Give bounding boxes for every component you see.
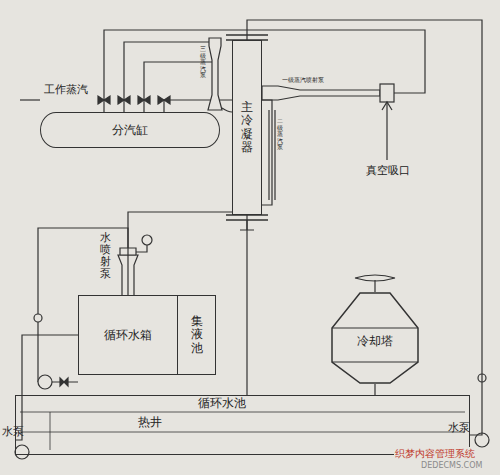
pipe-connector — [247, 20, 482, 435]
steam-pipe — [124, 42, 210, 112]
node-text: 分汽缸 — [112, 123, 148, 137]
inlet-label: 真空吸口 — [366, 163, 410, 178]
pipe-connector — [246, 215, 247, 395]
pump-label: 水泵 — [2, 424, 24, 439]
node-text: 循环水池 — [196, 396, 248, 410]
stage-label: 二级蒸汽泵 — [277, 118, 283, 151]
steam-label: 工作蒸汽 — [44, 82, 88, 97]
header-tank: 分汽缸 — [40, 112, 220, 148]
node-text: 循环水箱 — [104, 328, 152, 342]
stage-label: 一级蒸汽喷射泵 — [282, 76, 324, 85]
node-text: 热井 — [136, 415, 164, 429]
pipe-connector — [15, 335, 78, 440]
node-text: 集液池 — [191, 315, 203, 355]
liquid-sump: 集液池 — [178, 295, 216, 375]
stage-label: 三级蒸汽泵 — [200, 46, 206, 79]
pump-label: 水喷射泵 — [100, 232, 111, 280]
watermark: 织梦内容管理系统 — [394, 447, 476, 461]
condenser-column: 主冷凝器 — [232, 40, 262, 215]
watermark: DEDECMS.COM — [420, 461, 483, 470]
ejector-1 — [262, 86, 380, 100]
cooling-tower: 冷却塔 — [330, 292, 420, 384]
pump-label: 水泵 — [448, 420, 470, 435]
steam-inlet — [20, 99, 40, 100]
ejector-3 — [208, 38, 222, 110]
circulation-pool: 循环水池热井 — [15, 395, 470, 455]
water-tank: 循环水箱 — [78, 295, 178, 375]
node-text: 主冷凝器 — [241, 101, 253, 154]
node-text: 冷却塔 — [357, 334, 393, 348]
pipe-connector — [374, 384, 375, 395]
pipe-connector — [128, 212, 232, 295]
